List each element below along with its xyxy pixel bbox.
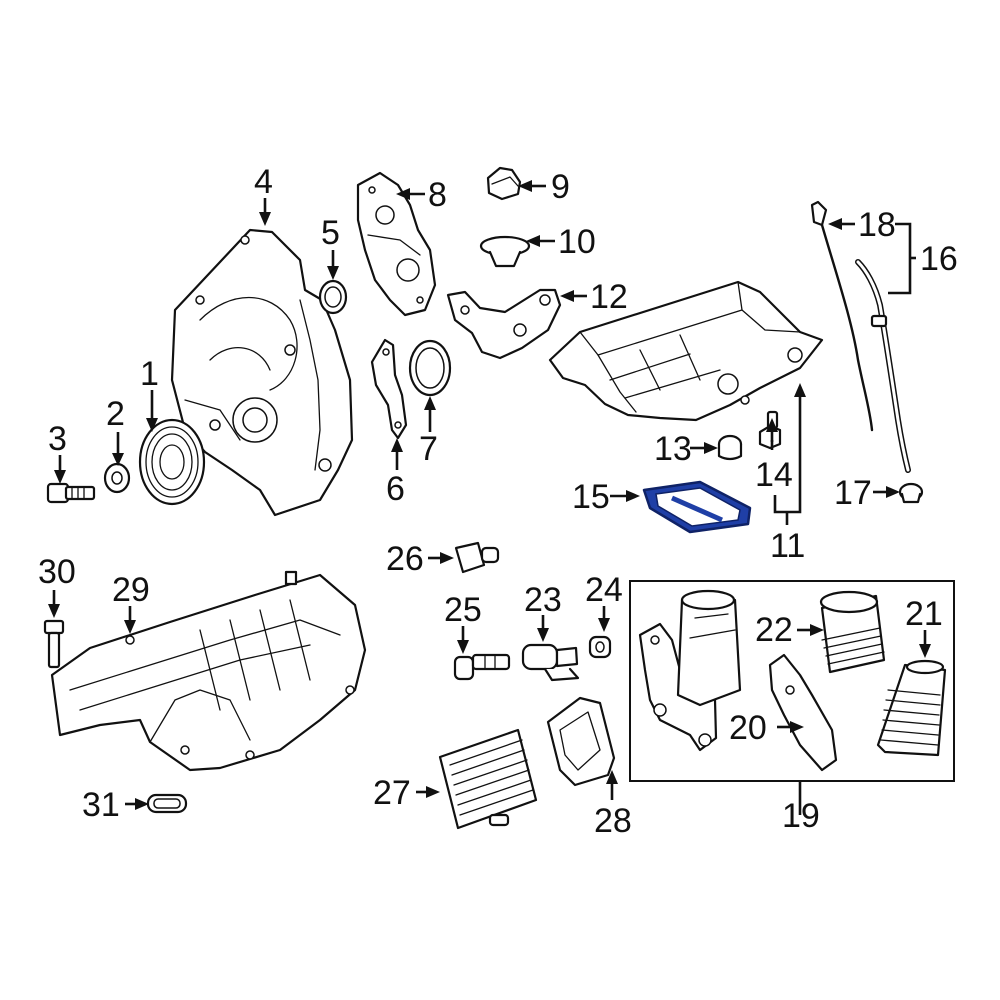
callout-5: 5 — [321, 214, 340, 252]
rear-main-seal-part[interactable] — [408, 339, 452, 397]
callout-9: 9 — [551, 168, 570, 206]
oil-filter-cap-part[interactable] — [819, 590, 886, 674]
callout-13: 13 — [654, 430, 692, 468]
callout-27: 27 — [373, 774, 411, 812]
cooler-gasket-part[interactable] — [546, 696, 616, 787]
callout-16: 16 — [920, 240, 958, 278]
leader-lines — [48, 180, 931, 815]
oil-filter-assembly-box — [629, 580, 955, 782]
callout-28: 28 — [594, 802, 632, 840]
manifold-bolt-part[interactable] — [43, 619, 65, 669]
callout-22: 22 — [755, 611, 793, 649]
callout-20: 20 — [729, 709, 767, 747]
dipstick-tube-part[interactable] — [855, 259, 911, 473]
callout-19: 19 — [782, 797, 820, 835]
callout-26: 26 — [386, 540, 424, 578]
cover-plate-part[interactable] — [356, 171, 437, 317]
callout-29: 29 — [112, 571, 150, 609]
callout-21: 21 — [905, 595, 943, 633]
housing-gasket-part[interactable] — [768, 653, 838, 772]
callout-11: 11 — [770, 527, 805, 565]
engine-bracket-part[interactable] — [446, 288, 562, 360]
pulley-bolt-part[interactable] — [46, 482, 96, 504]
oil-pan-part[interactable] — [548, 280, 824, 422]
oil-filter-housing-part[interactable] — [638, 589, 742, 752]
callout-12: 12 — [590, 278, 628, 316]
callout-24: 24 — [585, 571, 623, 609]
callout-23: 23 — [524, 581, 562, 619]
callout-1: 1 — [140, 355, 159, 393]
manifold-gasket-part[interactable] — [146, 793, 188, 814]
plug-part[interactable] — [717, 434, 743, 461]
callout-18: 18 — [858, 206, 896, 244]
oil-filter-element-part[interactable] — [876, 659, 947, 757]
callout-3: 3 — [48, 420, 67, 458]
o-ring-seal-part[interactable] — [588, 635, 612, 659]
oil-filler-neck-part[interactable] — [479, 235, 531, 268]
callout-14: 14 — [755, 456, 793, 494]
check-valve-part[interactable] — [453, 653, 511, 681]
callout-15: 15 — [572, 478, 610, 516]
washer-part[interactable] — [103, 462, 131, 494]
oil-cooler-part[interactable] — [438, 728, 538, 830]
sensor-part[interactable] — [454, 541, 500, 574]
tube-seal-part[interactable] — [898, 482, 924, 504]
callout-31: 31 — [82, 786, 120, 824]
timing-cover-part[interactable] — [170, 228, 354, 517]
callout-25: 25 — [444, 591, 482, 629]
callout-7: 7 — [419, 430, 438, 468]
crankshaft-pulley-part[interactable] — [138, 418, 206, 506]
front-seal-part[interactable] — [318, 279, 348, 315]
dipstick-part[interactable] — [810, 200, 874, 432]
callout-30: 30 — [38, 553, 76, 591]
callout-labels: 1 2 3 4 5 6 7 8 9 10 12 13 14 11 15 16 1… — [38, 163, 958, 840]
intake-manifold-part[interactable] — [50, 570, 367, 772]
callout-4: 4 — [254, 163, 273, 201]
callout-6: 6 — [386, 470, 405, 508]
callout-2: 2 — [106, 395, 125, 433]
oil-filler-cap-part[interactable] — [486, 166, 522, 201]
solenoid-part[interactable] — [521, 643, 580, 682]
gasket-part[interactable] — [370, 338, 408, 440]
callout-10: 10 — [558, 223, 596, 261]
callout-17: 17 — [834, 474, 872, 512]
callout-8: 8 — [428, 176, 447, 214]
oil-pan-gasket-part[interactable] — [642, 480, 752, 534]
